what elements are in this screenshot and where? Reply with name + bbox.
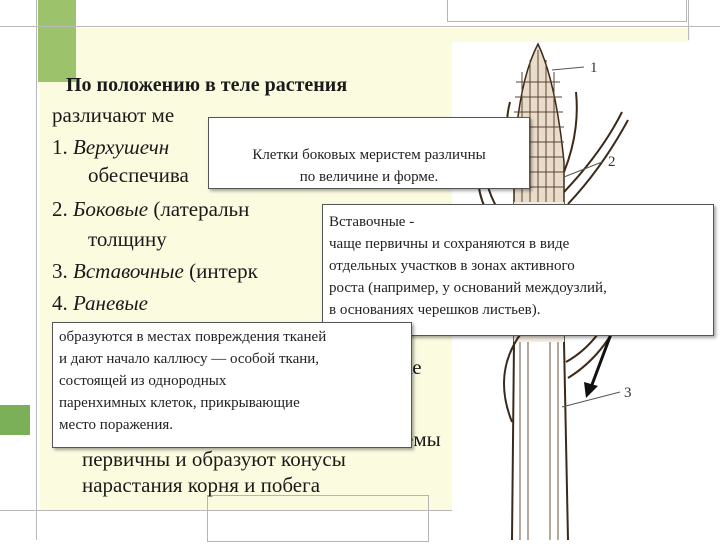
- term-apical: Верхушечн: [73, 135, 170, 159]
- frame-line-vertical: [36, 0, 37, 540]
- callout-line: в основаниях черешков листьев).: [329, 302, 541, 318]
- term-wound: Раневые: [73, 291, 148, 315]
- text-line-cones: нарастания корня и побега: [82, 473, 321, 497]
- list-number: 1.: [52, 135, 73, 159]
- callout-line: по величине и форме.: [299, 169, 439, 185]
- frame-line-top: [0, 26, 720, 27]
- callout-line: место поражения.: [59, 417, 174, 433]
- frame-line-bottom: [0, 510, 720, 511]
- list-item-wound: 4. Раневые: [52, 288, 148, 318]
- figure-label-3: 3: [624, 385, 632, 401]
- slide-heading: По положению в теле растения: [66, 74, 348, 96]
- callout-line: отдельных участков в зонах активного: [329, 258, 575, 274]
- text-line-thickness: толщину: [88, 227, 167, 251]
- callout-line: Вставочные -: [329, 214, 415, 230]
- list-item-apical: 1. Верхушечн: [52, 132, 169, 162]
- callout-line: и дают начало каллюсу — особой ткани,: [59, 351, 320, 367]
- text-line-intro: различают ме: [52, 103, 175, 127]
- decorative-square-bottom: [207, 495, 429, 542]
- callout-line: состоящей из однородных: [59, 373, 227, 389]
- decorative-square-top: [447, 0, 687, 22]
- decorative-green-block-top: [38, 0, 76, 82]
- figure-label-1: 1: [590, 60, 598, 76]
- callout-line: образуются в местах повреждения тканей: [59, 329, 327, 345]
- list-number: 2.: [52, 197, 73, 221]
- callout-line: паренхимных клеток, прикрывающие: [59, 395, 300, 411]
- term-intercalary: Вставочные: [73, 259, 184, 283]
- callout-line: роста (например, у оснований междоузлий,: [329, 280, 607, 296]
- list-item-lateral: 2. Боковые (латеральн: [52, 194, 249, 224]
- frame-line-right: [688, 0, 689, 40]
- decorative-green-block-left: [0, 405, 30, 435]
- callout-wound-meristem: образуются в местах повреждения тканей и…: [52, 322, 412, 448]
- callout-lateral-meristem: Клетки боковых меристем различны по вели…: [208, 117, 530, 189]
- term-lateral-rest: (латеральн: [148, 197, 250, 221]
- text-line-primary: первичны и образуют конусы: [82, 447, 346, 471]
- term-lateral: Боковые: [73, 197, 149, 221]
- list-number: 4.: [52, 291, 68, 315]
- term-intercalary-rest: (интерк: [183, 259, 258, 283]
- figure-label-2: 2: [608, 154, 616, 170]
- callout-line: Клетки боковых меристем различны: [252, 147, 486, 163]
- list-item-intercalary: 3. Вставочные (интерк: [52, 256, 258, 286]
- callout-intercalary-meristem: Вставочные - чаще первичны и сохраняются…: [322, 204, 714, 336]
- text-line-provides: обеспечива: [88, 163, 189, 187]
- callout-line: чаще первичны и сохраняются в виде: [329, 236, 570, 252]
- list-number: 3.: [52, 259, 73, 283]
